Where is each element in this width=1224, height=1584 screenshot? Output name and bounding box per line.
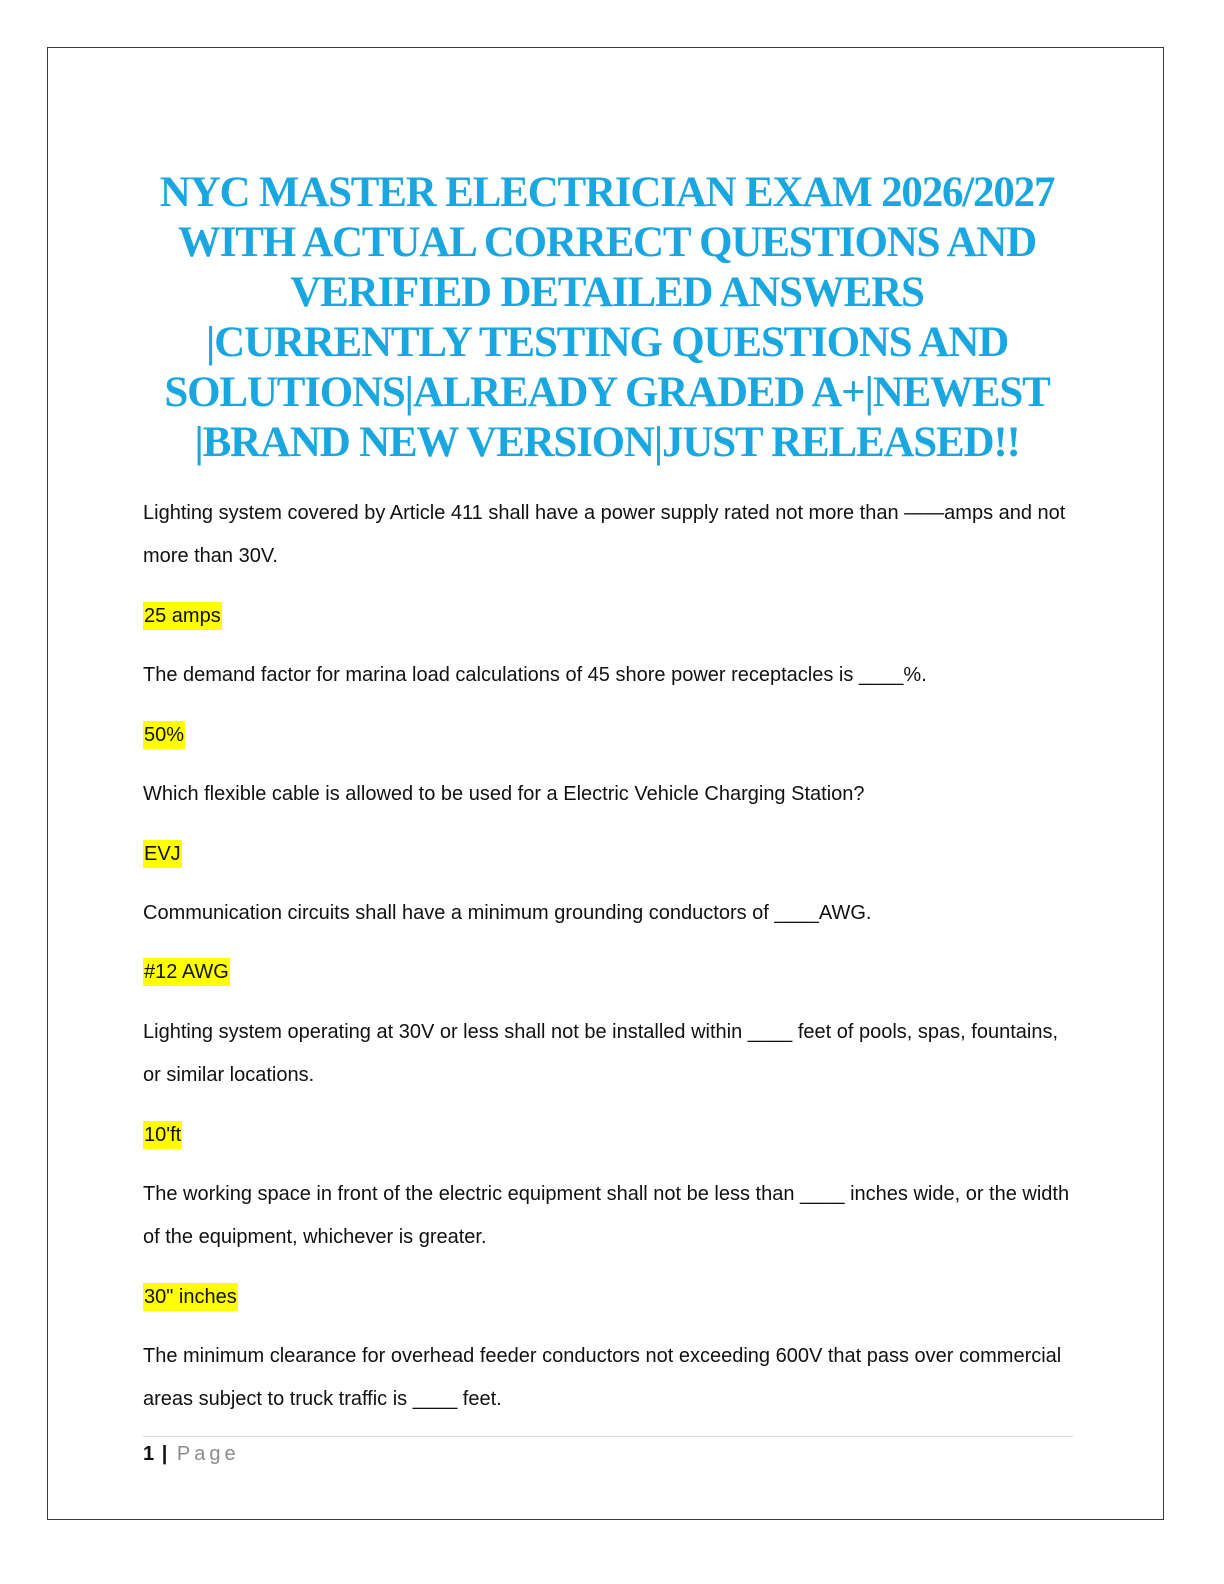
page-label: Page <box>176 1443 240 1465</box>
page-number: 1 <box>143 1443 155 1465</box>
question-text: The demand factor for marina load calcul… <box>143 664 927 686</box>
question-2: The demand factor for marina load calcul… <box>143 654 1078 697</box>
question-6: The working space in front of the electr… <box>143 1173 1078 1259</box>
question-text: Lighting system operating at 30V or less… <box>143 1021 1058 1086</box>
page-border <box>47 47 1164 1520</box>
question-text: Which flexible cable is allowed to be us… <box>143 783 865 805</box>
footer-separator: | <box>161 1443 168 1465</box>
title-line: NYC MASTER ELECTRICIAN EXAM 2026/2027 <box>159 169 1056 216</box>
question-4: Communication circuits shall have a mini… <box>143 892 1078 935</box>
answer-highlight: 30" inches <box>143 1283 238 1311</box>
answer-4: #12 AWG <box>143 951 1078 994</box>
answer-3: EVJ <box>143 833 1078 876</box>
title-line: SOLUTIONS|ALREADY GRADED A+|NEWEST <box>164 369 1050 416</box>
question-7: The minimum clearance for overhead feede… <box>143 1335 1078 1421</box>
question-text: The working space in front of the electr… <box>143 1183 1070 1248</box>
footer-divider <box>143 1436 1073 1437</box>
title-line: |BRAND NEW VERSION|JUST RELEASED!! <box>194 419 1020 466</box>
answer-highlight: EVJ <box>143 840 182 868</box>
question-text: The minimum clearance for overhead feede… <box>143 1345 1062 1410</box>
title-line: WITH ACTUAL CORRECT QUESTIONS AND <box>177 219 1037 266</box>
title-line: VERIFIED DETAILED ANSWERS <box>290 269 925 316</box>
answer-2: 50% <box>143 714 1078 757</box>
page-footer: 1 | Page <box>143 1440 240 1468</box>
answer-highlight: 25 amps <box>143 602 222 630</box>
question-text: Lighting system covered by Article 411 s… <box>143 502 1066 567</box>
document-title: NYC MASTER ELECTRICIAN EXAM 2026/2027 WI… <box>120 168 1094 468</box>
answer-highlight: 50% <box>143 721 186 749</box>
answer-1: 25 amps <box>143 595 1078 638</box>
answer-highlight: #12 AWG <box>143 958 230 986</box>
question-3: Which flexible cable is allowed to be us… <box>143 773 1078 816</box>
answer-6: 30" inches <box>143 1276 1078 1319</box>
question-5: Lighting system operating at 30V or less… <box>143 1011 1078 1097</box>
answer-highlight: 10'ft <box>143 1121 183 1149</box>
title-line: |CURRENTLY TESTING QUESTIONS AND <box>205 319 1009 366</box>
question-text: Communication circuits shall have a mini… <box>143 902 872 924</box>
answer-5: 10'ft <box>143 1114 1078 1157</box>
question-1: Lighting system covered by Article 411 s… <box>143 492 1078 578</box>
